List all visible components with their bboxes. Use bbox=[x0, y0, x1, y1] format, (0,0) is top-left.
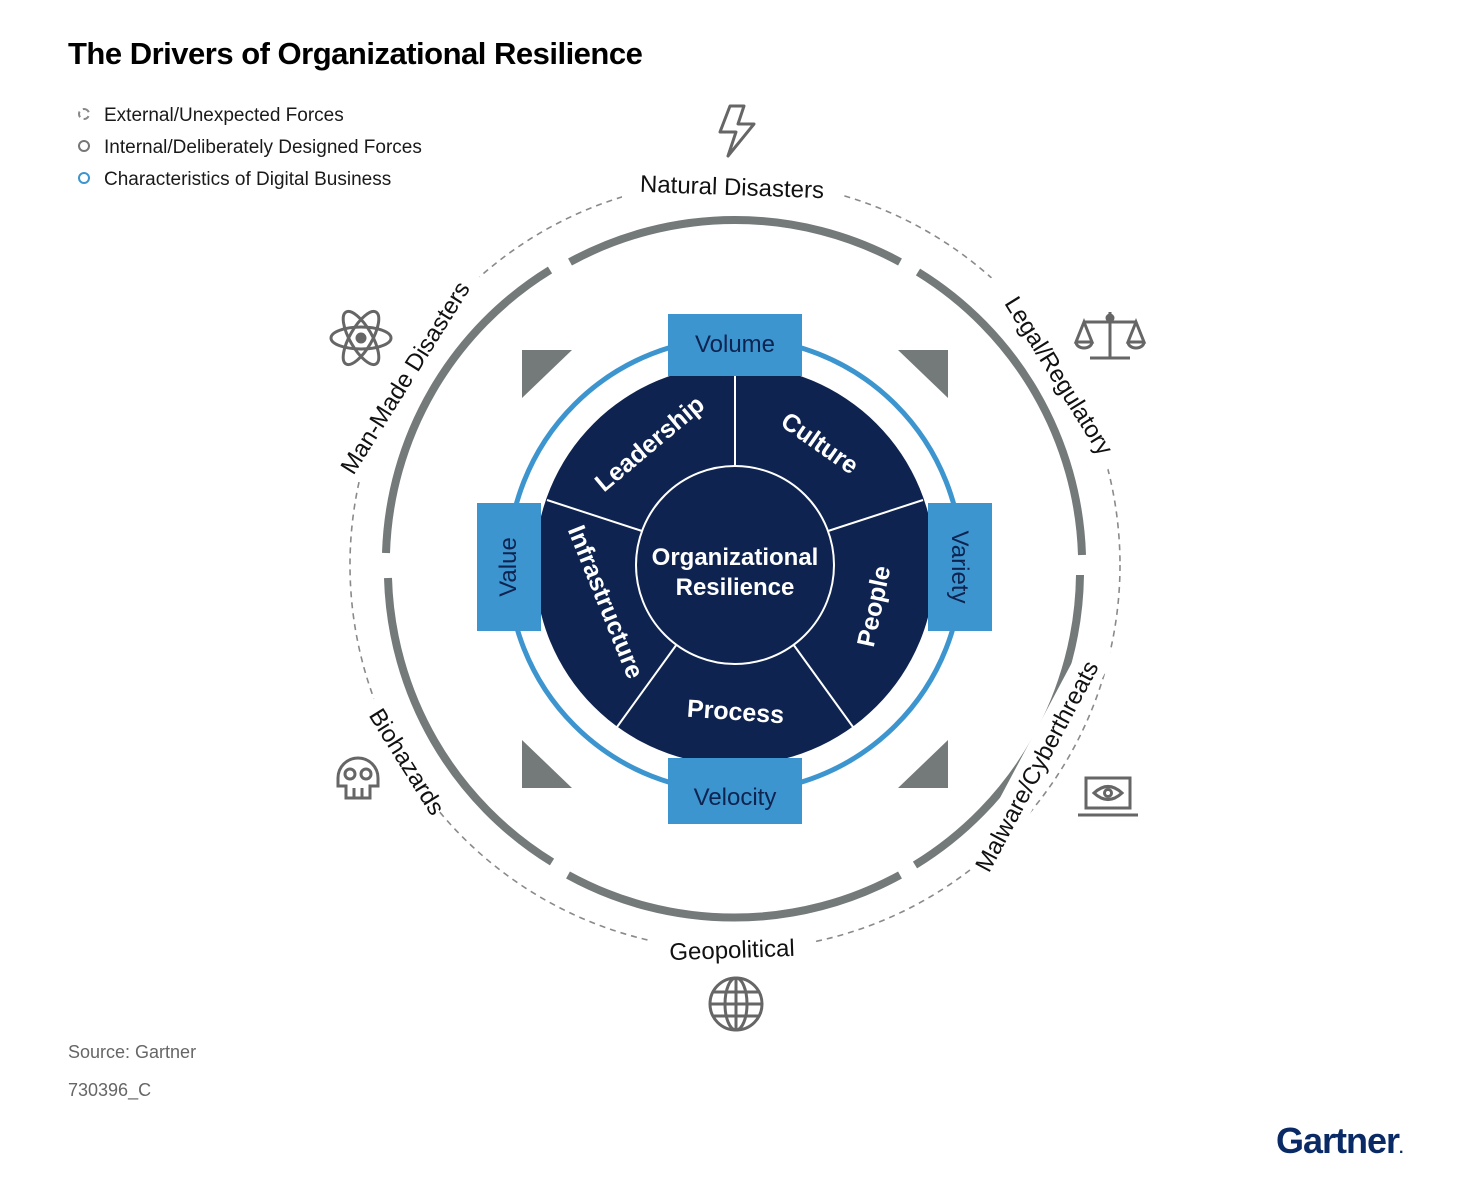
digital-box-value bbox=[477, 503, 541, 631]
gartner-logo: Gartner. bbox=[1276, 1120, 1404, 1161]
legend-label: External/Unexpected Forces bbox=[104, 105, 344, 126]
lightning-icon bbox=[718, 104, 756, 158]
svg-text:Geopolitical: Geopolitical bbox=[669, 935, 795, 966]
gray-arc-left-top bbox=[382, 266, 553, 554]
svg-text:Biohazards: Biohazards bbox=[363, 704, 450, 820]
digital-label-volume: Volume bbox=[695, 331, 775, 358]
svg-text:Natural Disasters: Natural Disasters bbox=[640, 171, 825, 204]
external-label-natural-disasters: Natural Disasters bbox=[622, 168, 842, 204]
digital-label-value: Value bbox=[495, 537, 522, 597]
digital-box-velocity bbox=[668, 758, 802, 824]
digital-box-volume bbox=[668, 314, 802, 376]
legend-item-digital: Characteristics of Digital Business bbox=[76, 168, 422, 200]
center-label-line2: Resilience bbox=[676, 574, 795, 601]
corner-triangle-tl bbox=[522, 350, 572, 398]
corner-triangle-tr bbox=[898, 350, 948, 398]
segment-label-process: Process bbox=[686, 695, 785, 730]
gray-arc-top bbox=[568, 216, 902, 266]
atom-icon bbox=[329, 309, 393, 367]
skull-icon bbox=[336, 756, 380, 800]
page-title: The Drivers of Organizational Resilience bbox=[68, 36, 643, 71]
center-circle bbox=[635, 465, 835, 665]
legend-label: Characteristics of Digital Business bbox=[104, 169, 392, 190]
external-forces-ring bbox=[349, 179, 1121, 951]
scales-icon bbox=[1073, 312, 1147, 360]
digital-label-velocity: Velocity bbox=[694, 784, 777, 811]
legend-label: Internal/Deliberately Designed Forces bbox=[104, 137, 422, 158]
legend-item-external: External/Unexpected Forces bbox=[76, 104, 422, 136]
center-label-line1: Organizational bbox=[652, 544, 819, 571]
gray-arc-left-bottom bbox=[384, 577, 555, 866]
gray-circle-icon bbox=[78, 140, 90, 152]
svg-text:Malware/Cyberthreats: Malware/Cyberthreats bbox=[970, 657, 1104, 877]
legend: External/Unexpected Forces Internal/Deli… bbox=[76, 104, 422, 200]
figure-code: 730396_C bbox=[68, 1080, 152, 1100]
digital-box-variety bbox=[928, 503, 992, 631]
globe-icon bbox=[708, 976, 764, 1032]
digital-label-variety: Variety bbox=[946, 531, 973, 604]
blue-circle-icon bbox=[78, 172, 90, 184]
source-note: Source: Gartner bbox=[68, 1042, 197, 1062]
external-label-biohazards: Biohazards bbox=[355, 692, 453, 820]
segment-dividers bbox=[546, 367, 924, 728]
dashed-circle-icon bbox=[78, 108, 90, 120]
corner-triangle-br bbox=[898, 740, 948, 788]
corner-triangle-bl bbox=[522, 740, 572, 788]
legend-item-internal: Internal/Deliberately Designed Forces bbox=[76, 136, 422, 168]
laptop-eye-icon bbox=[1078, 776, 1138, 817]
external-label-malware: Malware/Cyberthreats bbox=[964, 638, 1115, 881]
gray-arc-bottom bbox=[566, 871, 902, 922]
gray-arc-right-top bbox=[915, 268, 1086, 556]
external-label-geopolitical: Geopolitical bbox=[652, 932, 812, 966]
